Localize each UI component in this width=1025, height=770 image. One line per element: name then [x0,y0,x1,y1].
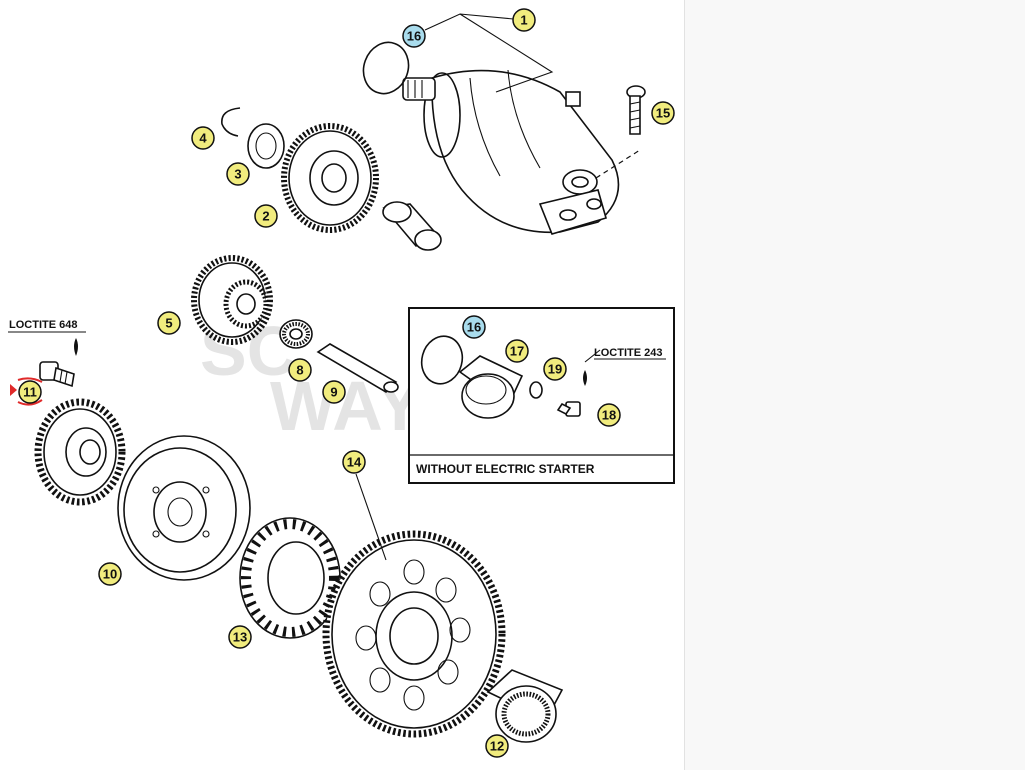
shaft [316,343,399,394]
svg-text:19: 19 [548,362,562,377]
svg-text:16: 16 [467,320,481,335]
loctite-648-label: LOCTITE 648 [9,319,77,331]
cover-plug [458,355,524,419]
svg-text:3: 3 [234,167,241,182]
svg-text:8: 8 [296,363,303,378]
svg-text:18: 18 [602,408,616,423]
svg-text:12: 12 [490,739,504,754]
callout-16-inset[interactable]: 16 [462,315,486,339]
without-electric-starter-label: WITHOUT ELECTRIC STARTER [416,462,595,476]
screw [626,85,646,135]
washer-small [529,381,543,399]
screw-small [556,349,601,417]
callout-5[interactable]: 5 [157,311,181,335]
flywheel-housing [117,435,251,581]
highlight-arc-bottom [17,399,43,406]
svg-text:15: 15 [656,106,670,121]
svg-text:2: 2 [262,209,269,224]
needle-bearing [279,319,313,349]
inset-frame [408,307,675,484]
o-ring [362,41,410,95]
svg-text:9: 9 [330,385,337,400]
diagram-canvas: SC WAY [8,8,675,758]
bolt [39,338,78,388]
o-ring-alt [420,335,464,385]
intermediate-gear [281,123,379,233]
svg-text:10: 10 [103,567,117,582]
drive-gear [34,398,126,506]
callout-4[interactable]: 4 [191,126,215,150]
leader-1 [424,13,554,93]
washer [247,123,285,169]
svg-text:14: 14 [347,455,362,470]
svg-text:17: 17 [510,344,524,359]
callout-9[interactable]: 9 [322,380,346,404]
callout-17[interactable]: 17 [505,339,529,363]
callout-13[interactable]: 13 [228,625,252,649]
needle-bushing [486,669,564,743]
inset-box [408,307,675,484]
loctite-243-label: LOCTITE 243 [594,347,662,359]
svg-text:13: 13 [233,630,247,645]
starter-motor [402,69,641,235]
starter-gear [322,473,506,738]
callout-1[interactable]: 1 [512,8,536,32]
callout-2[interactable]: 2 [254,204,278,228]
callout-15[interactable]: 15 [651,101,675,125]
callout-3[interactable]: 3 [226,162,250,186]
svg-text:16: 16 [407,29,421,44]
freewheel [239,517,341,639]
circlip [221,107,241,137]
callout-12[interactable]: 12 [485,734,509,758]
empty-side-panel [684,0,1025,770]
callout-10[interactable]: 10 [98,562,122,586]
svg-text:1: 1 [520,13,527,28]
callout-18[interactable]: 18 [597,403,621,427]
svg-text:5: 5 [165,316,172,331]
parts-diagram: SC WAY [0,0,684,770]
svg-text:11: 11 [23,385,37,400]
highlight-marker [10,384,17,396]
callout-16[interactable]: 16 [402,24,426,48]
callout-11[interactable]: 11 [18,380,42,404]
callout-14[interactable]: 14 [342,450,366,474]
double-gear [191,255,273,345]
highlight-arc-top [17,377,43,383]
svg-text:4: 4 [199,131,207,146]
callout-8[interactable]: 8 [288,358,312,382]
spacer-sleeve [382,201,442,251]
callout-19[interactable]: 19 [543,357,567,381]
